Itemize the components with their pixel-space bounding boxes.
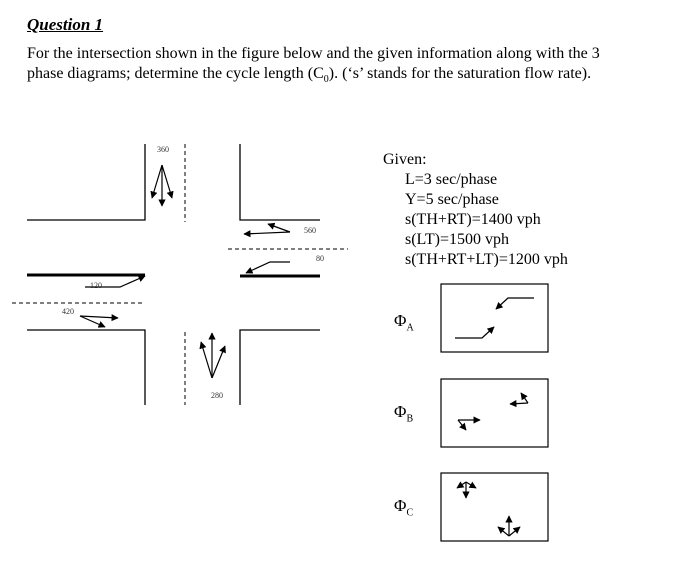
given-sat-lt: s(LT)=1500 vph (405, 231, 509, 248)
given-info: Given: L=3 sec/phase Y=5 sec/phase s(TH+… (383, 150, 568, 270)
sb-right-arrow (150, 164, 163, 199)
question-heading: Question 1 (27, 15, 104, 34)
phase-c-nb-left-arrow (497, 526, 510, 537)
phase-c-box (440, 472, 549, 542)
given-title: Given: (383, 151, 427, 168)
nb-right-arrow (211, 345, 226, 379)
sb-left-arrow (161, 164, 174, 199)
phase-c-nb-right-arrow (508, 526, 521, 537)
eb-through-arrow (79, 314, 119, 322)
eb-right-arrow (79, 315, 106, 328)
given-sat-th-rt: s(TH+RT)=1400 vph (405, 211, 541, 228)
phase-a-wb-left-arrow (495, 297, 534, 310)
volume-label-360: 360 (157, 145, 169, 154)
curb-sw (27, 329, 146, 405)
wb-right-arrow (267, 222, 291, 233)
volume-label-560: 560 (304, 226, 316, 235)
wb-through-arrow (243, 230, 291, 238)
phase-b-eb-right-arrow (457, 419, 467, 431)
nb-left-arrow (199, 341, 213, 379)
center-lines (12, 144, 348, 405)
wb-left-arrow (245, 261, 290, 274)
given-yellow-time: Y=5 sec/phase (405, 191, 499, 208)
question-text-line-2: phase diagrams; determine the cycle leng… (27, 65, 592, 86)
question-text: For the intersection shown in the figure… (27, 44, 677, 90)
phase-b-wb-through-arrow (509, 400, 529, 408)
phase-a-label: ΦA (394, 311, 414, 334)
phase-a-eb-left-arrow (455, 326, 495, 339)
phase-a-box (440, 283, 549, 353)
volume-label-80: 80 (316, 254, 324, 263)
phase-c-arrows (456, 481, 521, 537)
phase-b-wb-right-arrow (520, 392, 529, 404)
movement-arrows (79, 164, 291, 379)
volume-label-120: 120 (90, 281, 102, 290)
eb-left-arrow (85, 275, 146, 288)
phase-b-box (440, 378, 549, 448)
phase-c-label: ΦC (394, 496, 414, 519)
given-sat-th-rt-lt: s(TH+RT+LT)=1200 vph (405, 251, 568, 268)
road-curbs (27, 144, 320, 405)
phase-c-sb-left-arrow (465, 481, 477, 489)
volume-label-420: 420 (62, 307, 74, 316)
phase-a-arrows (455, 297, 534, 339)
phase-c-sb-right-arrow (456, 481, 467, 489)
curb-nw (27, 144, 146, 221)
given-lost-time: L=3 sec/phase (405, 171, 498, 188)
phase-b-arrows (457, 392, 529, 431)
curb-se (239, 329, 320, 405)
volume-label-280: 280 (211, 391, 223, 400)
curb-ne (239, 144, 320, 221)
question-text-line-1: For the intersection shown in the figure… (27, 45, 600, 62)
phase-b-label: ΦB (394, 402, 414, 425)
